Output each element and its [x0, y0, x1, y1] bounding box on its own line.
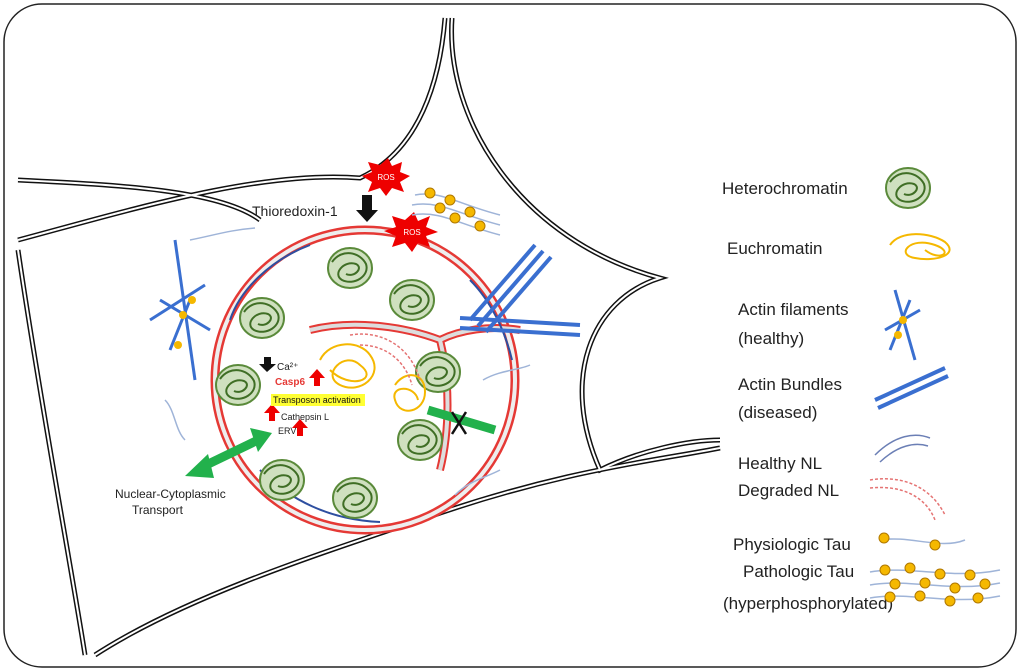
legend: Heterochromatin Euchromatin Actin filame… [722, 167, 1001, 613]
actin-filaments-left [149, 239, 211, 381]
legend-actin-bundles: Actin Bundles [738, 375, 842, 394]
legend-actin-filaments-note: (healthy) [738, 329, 804, 348]
calcium-label: Ca²⁺ [277, 362, 298, 373]
transport-arrow-icon [185, 428, 272, 478]
legend-physiologic-tau-icon [878, 532, 966, 551]
up-arrow-icon [309, 369, 325, 386]
legend-actin-filaments-icon [884, 289, 921, 361]
euchromatin [319, 343, 427, 412]
legend-actin-filaments: Actin filaments [738, 300, 849, 319]
blocked-transport-icon [426, 405, 497, 435]
degraded-nl [349, 333, 421, 386]
legend-degraded-nl: Degraded NL [738, 481, 839, 500]
transport-label-1: Nuclear-Cytoplasmic [115, 487, 226, 501]
legend-euchromatin: Euchromatin [727, 239, 822, 258]
actin-bundles [459, 243, 581, 337]
cathepsin-label: Cathepsin L [281, 412, 329, 422]
erv-label: ERV [278, 426, 296, 436]
transposon-label: Transposon activation [273, 395, 361, 405]
up-arrow-icon [264, 404, 280, 421]
transport-label-2: Transport [132, 503, 184, 517]
legend-actin-bundles-icon [874, 366, 949, 410]
svg-text:ROS: ROS [377, 173, 394, 182]
down-arrow-icon [259, 357, 276, 372]
legend-pathologic-tau-icon [869, 562, 1001, 607]
legend-healthy-nl-icon [874, 434, 931, 463]
thioredoxin-label: Thioredoxin-1 [252, 203, 338, 219]
pathologic-tau-cell [411, 187, 501, 236]
legend-euchromatin-icon [889, 233, 951, 261]
legend-heterochromatin: Heterochromatin [722, 179, 848, 198]
up-arrow-icon [292, 419, 308, 436]
casp6-label: Casp6 [275, 377, 305, 388]
svg-text:ROS: ROS [403, 228, 420, 237]
ros-burst-2: ROS [384, 212, 438, 252]
transposon-highlight [271, 394, 365, 406]
legend-pathologic-tau-note: (hyperphosphorylated) [723, 594, 893, 613]
nucleus [210, 225, 521, 535]
legend-actin-bundles-note: (diseased) [738, 403, 817, 422]
legend-degraded-nl-icon [869, 478, 946, 521]
physiologic-tau-cell [164, 227, 531, 496]
legend-healthy-nl: Healthy NL [738, 454, 822, 473]
ros-burst-1: ROS [362, 158, 410, 196]
down-arrow-icon [356, 195, 378, 222]
legend-pathologic-tau: Pathologic Tau [743, 562, 854, 581]
legend-physiologic-tau: Physiologic Tau [733, 535, 851, 554]
